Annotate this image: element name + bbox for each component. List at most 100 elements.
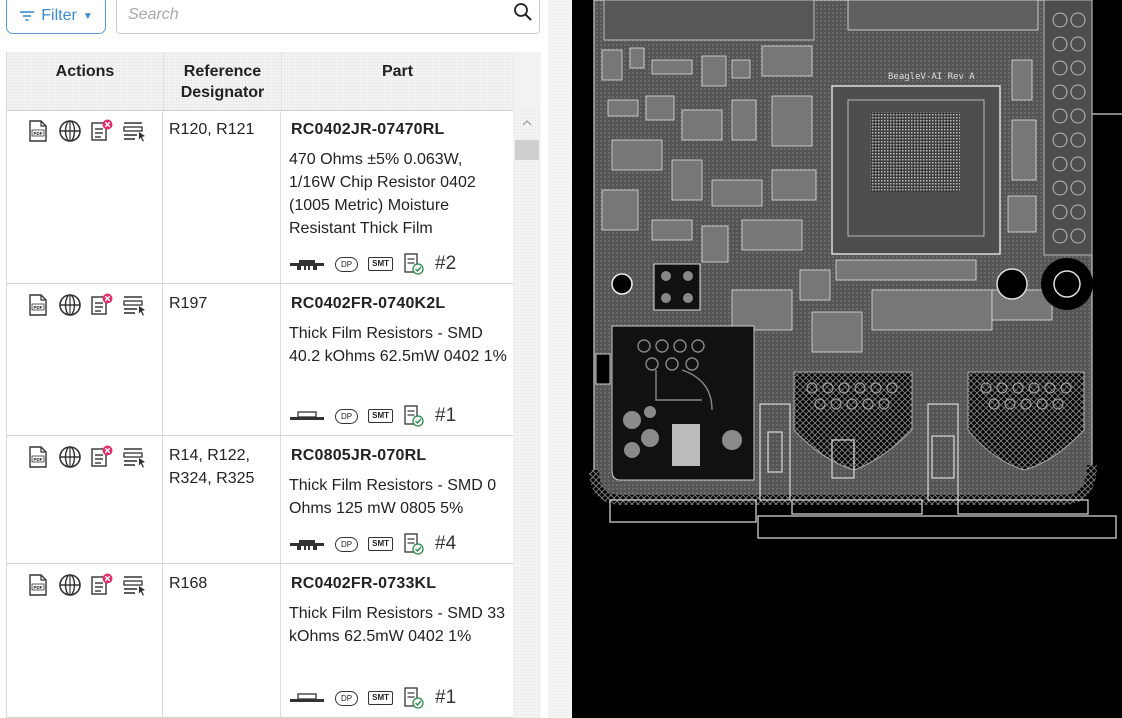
globe-icon[interactable]	[57, 572, 83, 598]
part-number[interactable]: RC0402FR-0740K2L	[291, 295, 445, 313]
globe-icon[interactable]	[57, 292, 83, 318]
remove-from-list-icon[interactable]	[89, 118, 115, 144]
reference-cell: R120, R121	[163, 110, 281, 283]
resistor-package-icon	[289, 257, 325, 271]
part-badges: DP SMT #4	[289, 532, 456, 556]
pdf-datasheet-icon[interactable]: PDF	[25, 118, 51, 144]
part-badges: DP SMT #1	[289, 686, 456, 710]
reference-cell: R168	[163, 564, 281, 717]
mounting-hole-right-2	[1041, 258, 1093, 310]
remove-from-list-icon[interactable]	[89, 292, 115, 318]
side-pad	[596, 354, 610, 384]
toolbar: Filter ▼	[0, 0, 548, 44]
table-row[interactable]: PDF R120, R121 RC0402JR-07470RL 470 Ohms…	[7, 110, 513, 284]
grid-body: PDF R120, R121 RC0402JR-07470RL 470 Ohms…	[7, 110, 513, 718]
quantity: #4	[435, 533, 456, 555]
filter-lines-icon	[19, 9, 35, 23]
actions-cell: PDF	[7, 564, 163, 717]
scrollbar-thumb[interactable]	[515, 140, 539, 160]
table-row[interactable]: PDF R197 RC0402FR-0740K2L Thick Film Res…	[7, 284, 513, 436]
chevron-down-icon: ▼	[83, 11, 93, 22]
chip-package-icon	[289, 691, 325, 705]
part-description: 470 Ohms ±5% 0.063W, 1/16W Chip Resistor…	[289, 148, 507, 240]
reference-designator: R120, R121	[169, 118, 254, 141]
select-list-icon[interactable]	[121, 572, 147, 598]
smt-badge: SMT	[368, 409, 393, 423]
part-cell: RC0402FR-0740K2L Thick Film Resistors - …	[281, 284, 513, 435]
quantity: #1	[435, 687, 456, 709]
smt-badge: SMT	[368, 691, 393, 705]
header-reference-designator[interactable]: ReferenceDesignator	[163, 52, 281, 110]
mounting-hole-right-1	[997, 269, 1027, 299]
grid-header: Actions ReferenceDesignator Part	[7, 52, 513, 111]
soc-ball-array	[870, 112, 960, 192]
select-list-icon[interactable]	[121, 444, 147, 470]
header-part[interactable]: Part	[281, 52, 513, 110]
actions-cell: PDF	[7, 436, 163, 563]
left-connector-block	[604, 0, 814, 40]
search-input[interactable]	[126, 5, 490, 25]
verified-list-icon	[403, 532, 425, 556]
actions-cell: PDF	[7, 110, 163, 283]
pdf-datasheet-icon[interactable]: PDF	[25, 292, 51, 318]
dp-badge: DP	[335, 691, 358, 706]
part-badges: DP SMT #1	[289, 404, 456, 428]
svg-text:PDF: PDF	[34, 131, 43, 136]
resistor-package-icon	[289, 537, 325, 551]
scroll-up-arrow-icon[interactable]	[522, 118, 532, 128]
select-list-icon[interactable]	[121, 292, 147, 318]
reference-cell: R14, R122, R324, R325	[163, 436, 281, 563]
globe-icon[interactable]	[57, 118, 83, 144]
quantity: #2	[435, 253, 456, 275]
remove-from-list-icon[interactable]	[89, 572, 115, 598]
filter-button[interactable]: Filter ▼	[6, 0, 106, 34]
ground-pour-connector	[672, 424, 700, 466]
select-list-icon[interactable]	[121, 118, 147, 144]
part-number[interactable]: RC0805JR-070RL	[291, 447, 426, 465]
table-row[interactable]: PDF R168 RC0402FR-0733KL Thick Film Resi…	[7, 564, 513, 718]
verified-list-icon	[403, 252, 425, 276]
header-ref-line1: Reference	[184, 63, 261, 80]
svg-text:PDF: PDF	[34, 585, 43, 590]
search-icon[interactable]	[513, 2, 533, 22]
verified-list-icon	[403, 686, 425, 710]
bom-panel: Filter ▼ Actions ReferenceDesignator Par…	[0, 0, 548, 718]
part-number[interactable]: RC0402FR-0733KL	[291, 575, 436, 593]
part-cell: RC0402FR-0733KL Thick Film Resistors - S…	[281, 564, 513, 717]
pcb-board-render[interactable]: BeagleV-AI Rev A	[572, 0, 1122, 718]
remove-from-list-icon[interactable]	[89, 444, 115, 470]
filter-label: Filter	[41, 7, 77, 25]
part-number[interactable]: RC0402JR-07470RL	[291, 121, 445, 139]
mounting-hole-left	[612, 274, 632, 294]
dp-badge: DP	[335, 537, 358, 552]
quantity: #1	[435, 405, 456, 427]
svg-text:PDF: PDF	[34, 457, 43, 462]
reference-designator: R14, R122, R324, R325	[169, 444, 273, 490]
panel-splitter[interactable]	[548, 0, 572, 718]
pcb-silkscreen-label: BeagleV-AI Rev A	[888, 72, 975, 82]
part-cell: RC0805JR-070RL Thick Film Resistors - SM…	[281, 436, 513, 563]
pdf-datasheet-icon[interactable]: PDF	[25, 444, 51, 470]
table-row[interactable]: PDF R14, R122, R324, R325 RC0805JR-070RL…	[7, 436, 513, 564]
pcb-viewer[interactable]: BeagleV-AI Rev A	[572, 0, 1122, 718]
top-component-block	[848, 0, 1038, 30]
smt-badge: SMT	[368, 537, 393, 551]
actions-cell: PDF	[7, 284, 163, 435]
jumper-header	[654, 264, 700, 310]
part-badges: DP SMT #2	[289, 252, 456, 276]
parts-grid: Actions ReferenceDesignator Part PDF	[6, 52, 541, 718]
svg-text:PDF: PDF	[34, 305, 43, 310]
part-description: Thick Film Resistors - SMD 0 Ohms 125 mW…	[289, 474, 507, 520]
header-scroll-spacer	[513, 52, 541, 110]
header-actions[interactable]: Actions	[7, 52, 163, 110]
part-description: Thick Film Resistors - SMD 40.2 kOhms 62…	[289, 322, 507, 368]
pdf-datasheet-icon[interactable]: PDF	[25, 572, 51, 598]
search-box[interactable]	[116, 0, 540, 34]
reference-cell: R197	[163, 284, 281, 435]
right-header-block	[1044, 0, 1092, 255]
reference-designator: R168	[169, 572, 207, 595]
reference-designator: R197	[169, 292, 207, 315]
globe-icon[interactable]	[57, 444, 83, 470]
verified-list-icon	[403, 404, 425, 428]
vertical-scrollbar[interactable]	[513, 110, 541, 718]
